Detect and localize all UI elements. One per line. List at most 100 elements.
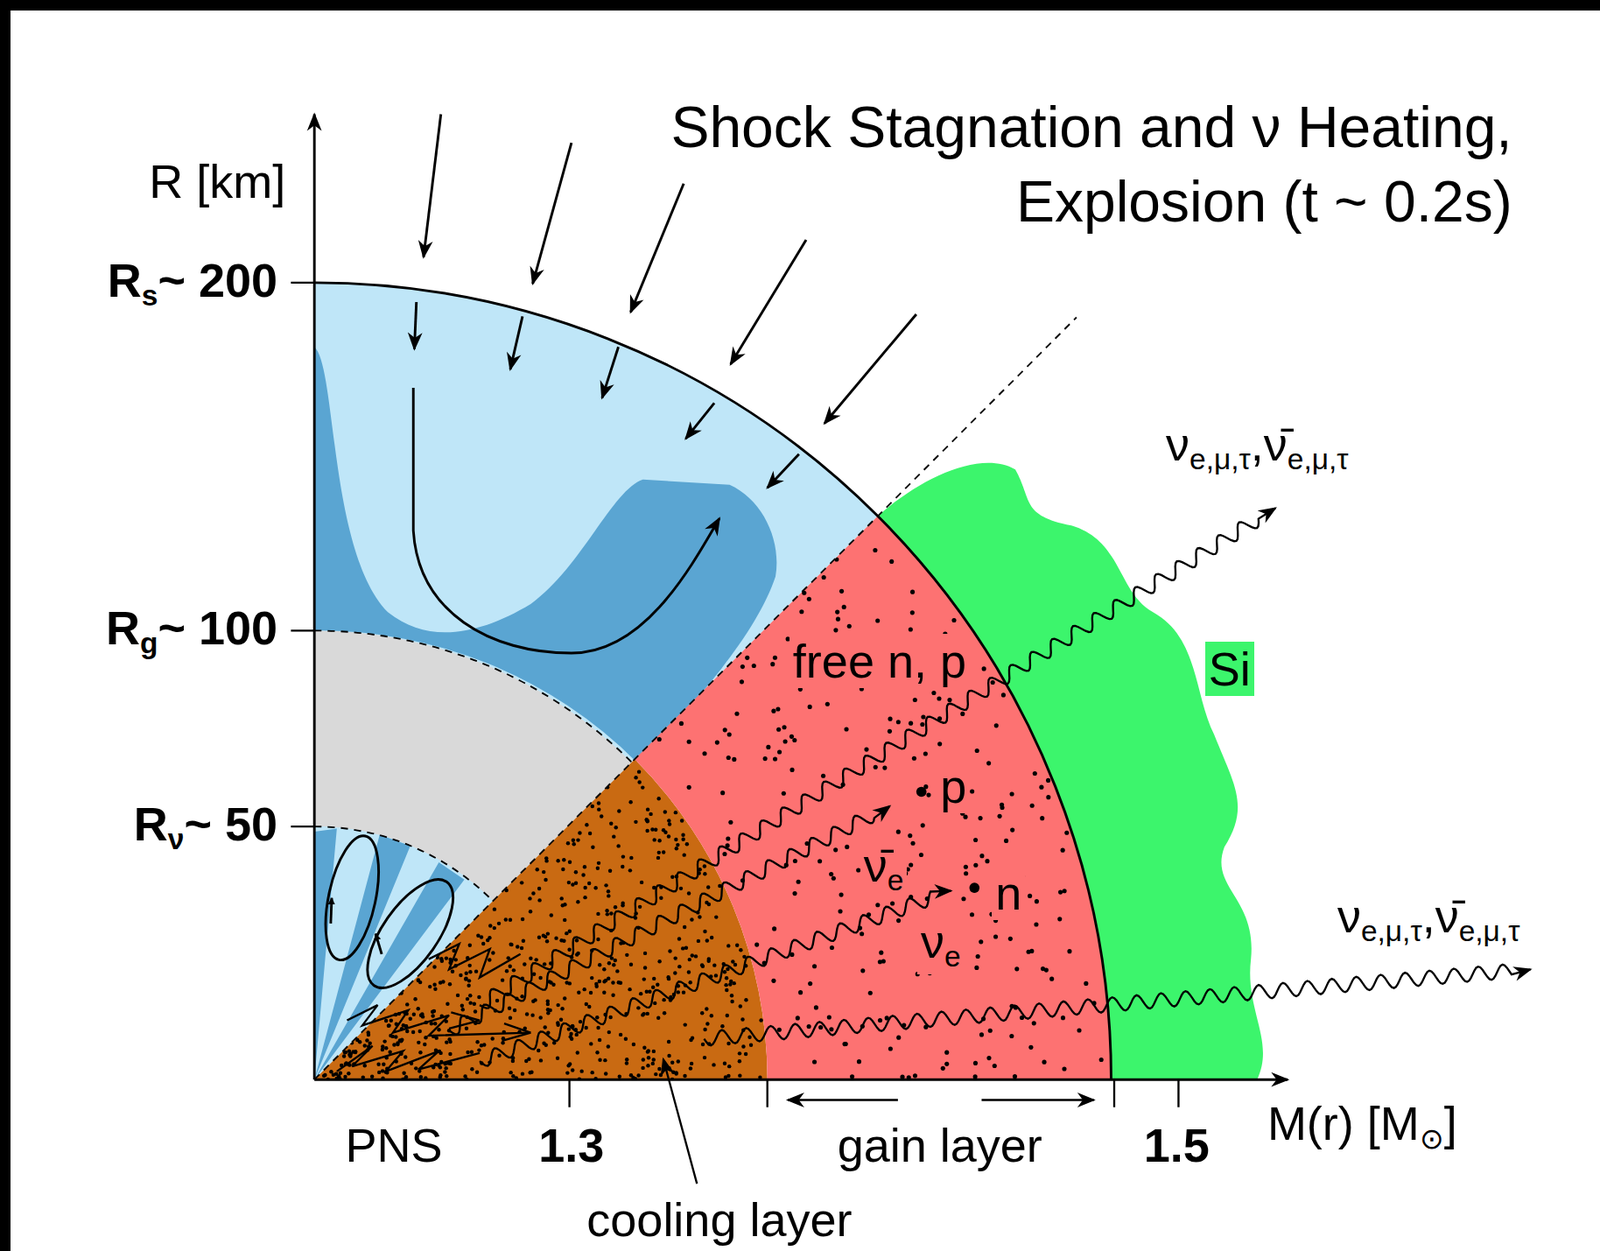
dot [641, 1057, 646, 1061]
dot [597, 979, 602, 983]
dot [589, 990, 593, 995]
infall-arrows [413, 114, 917, 653]
dot [878, 950, 884, 955]
neutrino-wave [449, 806, 891, 1035]
dot [505, 968, 509, 973]
label-text: ] [1444, 1096, 1458, 1150]
dot [400, 1038, 404, 1042]
dot [701, 1042, 705, 1046]
dot [798, 989, 803, 995]
label-text: ,ν̄ [1250, 417, 1288, 471]
dot [565, 1070, 569, 1074]
dot [476, 933, 480, 938]
dot [617, 1074, 622, 1079]
label-text: free n, p [792, 634, 967, 688]
dot [908, 721, 913, 726]
dot [567, 880, 571, 885]
dot [657, 838, 661, 843]
dot [1044, 968, 1049, 973]
dot [445, 1001, 450, 1005]
dot [781, 724, 786, 730]
dot [720, 1024, 724, 1028]
dot [1076, 1027, 1081, 1032]
dot [673, 970, 677, 975]
label-text: 1.3 [538, 1118, 604, 1172]
subscript-text: e,μ,τ [1459, 914, 1521, 948]
dot [807, 1024, 812, 1029]
dot [963, 864, 969, 870]
dot [856, 1059, 862, 1064]
dot [1066, 948, 1072, 954]
dot [629, 1073, 633, 1077]
dot [975, 748, 980, 753]
dot [738, 947, 743, 952]
label-text: cooling layer [586, 1192, 852, 1246]
dot [704, 1006, 709, 1011]
dot [1028, 1045, 1033, 1050]
dot [833, 847, 838, 852]
label-text: ν [1337, 889, 1362, 942]
dot [582, 895, 587, 899]
dot [412, 1012, 416, 1017]
dot [465, 996, 470, 1001]
dot [992, 1063, 997, 1068]
dot [609, 911, 613, 915]
mass-axis [314, 1078, 1288, 1081]
dot [575, 938, 579, 942]
dot [709, 1013, 714, 1018]
dot [984, 858, 990, 864]
dot [702, 1027, 707, 1032]
dot [994, 722, 999, 728]
dot [638, 905, 642, 909]
dot [582, 864, 587, 869]
dot [684, 946, 688, 950]
dot [783, 738, 788, 744]
dot [575, 952, 579, 956]
dot [461, 1007, 465, 1011]
dot [539, 1058, 543, 1062]
label-text: gain layer [837, 1118, 1043, 1172]
dot [458, 973, 463, 977]
dot [887, 729, 892, 734]
axis-label: cooling layer [586, 1192, 852, 1247]
dot [405, 1002, 409, 1006]
dot [988, 1028, 993, 1033]
label-text: ~ 50 [183, 797, 278, 850]
dot [597, 1058, 602, 1062]
dot [633, 820, 638, 824]
label-text: p [940, 759, 967, 813]
dot [577, 830, 582, 835]
dot [839, 589, 844, 594]
dot [737, 1059, 742, 1063]
dot [338, 1071, 343, 1075]
dot [537, 935, 541, 940]
dot [726, 755, 731, 760]
particle-label: ν̄e [860, 837, 908, 899]
label-text: R [133, 797, 169, 850]
dot [384, 1045, 388, 1050]
dot [520, 1071, 525, 1075]
dot [680, 946, 685, 950]
dot [596, 861, 601, 865]
dot [812, 963, 817, 969]
dot [847, 624, 852, 629]
dot [607, 1030, 611, 1034]
dot [419, 1074, 423, 1079]
dot [673, 955, 677, 960]
dot [671, 1069, 675, 1074]
dot [677, 936, 681, 941]
gain-layer [634, 516, 1111, 1080]
dot [728, 820, 733, 825]
dot [536, 1048, 541, 1053]
dot [637, 779, 641, 784]
dot [973, 863, 978, 868]
dot [910, 841, 915, 846]
dot [771, 978, 776, 983]
dot [617, 808, 621, 813]
dot [776, 727, 781, 732]
dot [555, 858, 560, 863]
dot [433, 986, 437, 990]
dot [842, 604, 847, 610]
dot [744, 655, 750, 660]
dot [441, 979, 445, 983]
